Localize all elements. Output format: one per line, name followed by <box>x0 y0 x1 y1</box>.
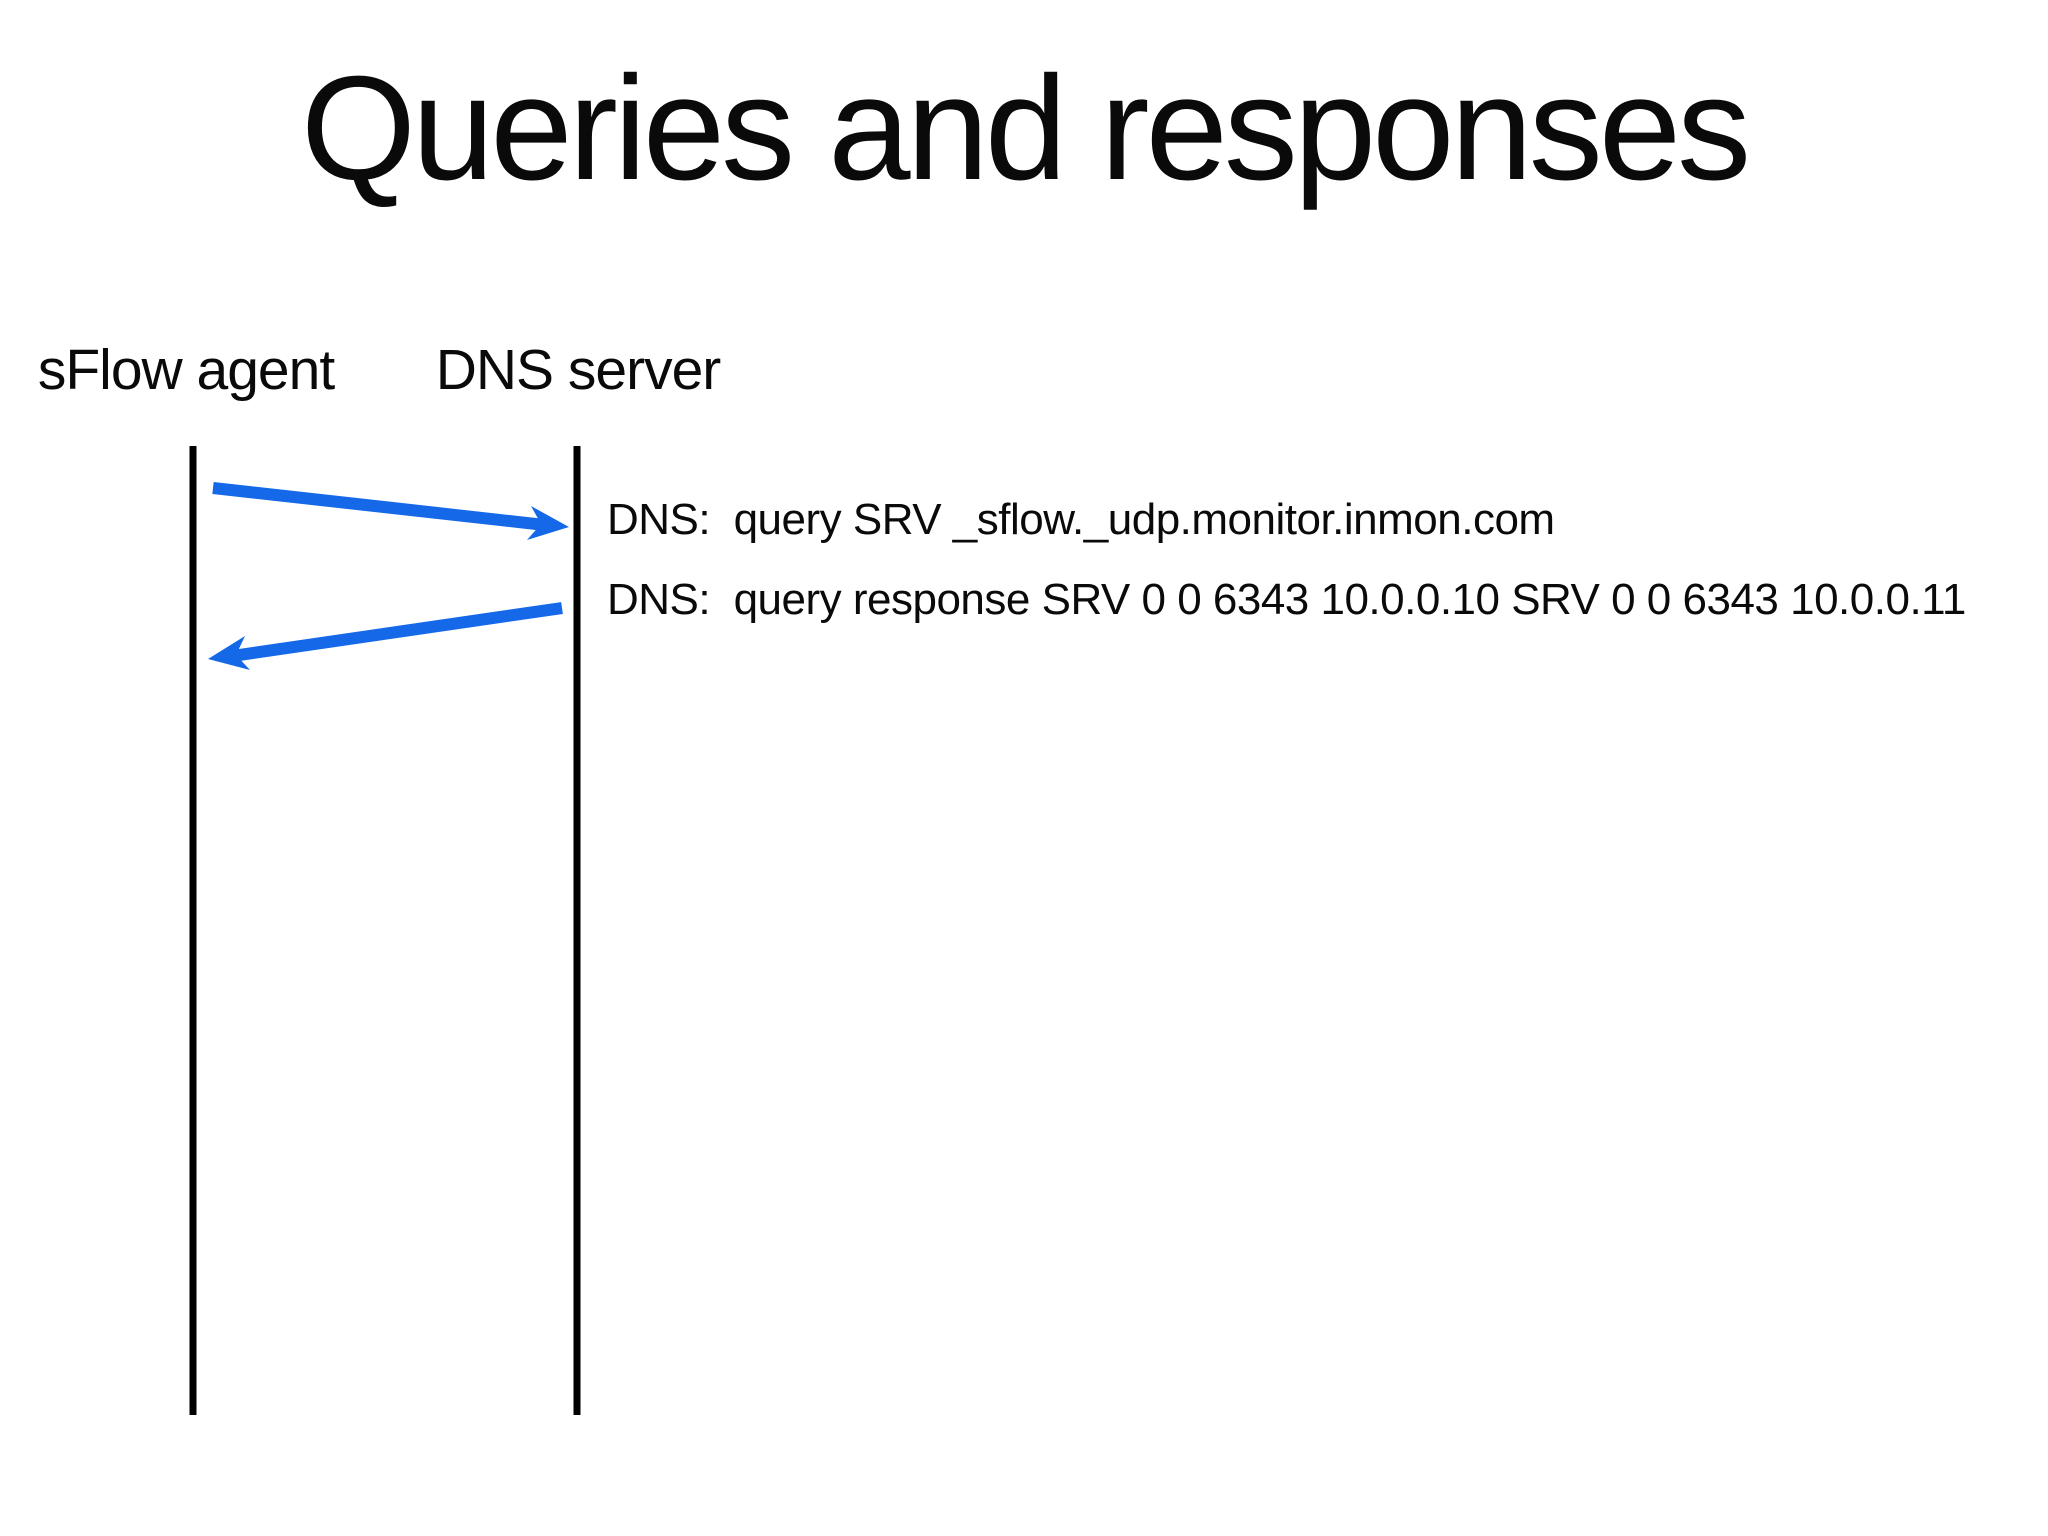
actor-label-sflow-agent: sFlow agent <box>37 338 335 402</box>
message-query-label: DNS: query SRV _sflow._udp.monitor.inmon… <box>607 495 1555 544</box>
slide-title: Queries and responses <box>300 46 1751 211</box>
response-arrow-shaft <box>231 602 563 662</box>
response-arrow-head-icon <box>208 636 250 670</box>
query-arrow-shaft <box>212 482 546 531</box>
query-arrow <box>212 482 569 540</box>
actor-label-dns-server: DNS server <box>435 338 722 402</box>
response-arrow <box>208 602 563 670</box>
message-response-label: DNS: query response SRV 0 0 6343 10.0.0.… <box>607 575 1966 624</box>
query-arrow-head-icon <box>527 506 569 540</box>
